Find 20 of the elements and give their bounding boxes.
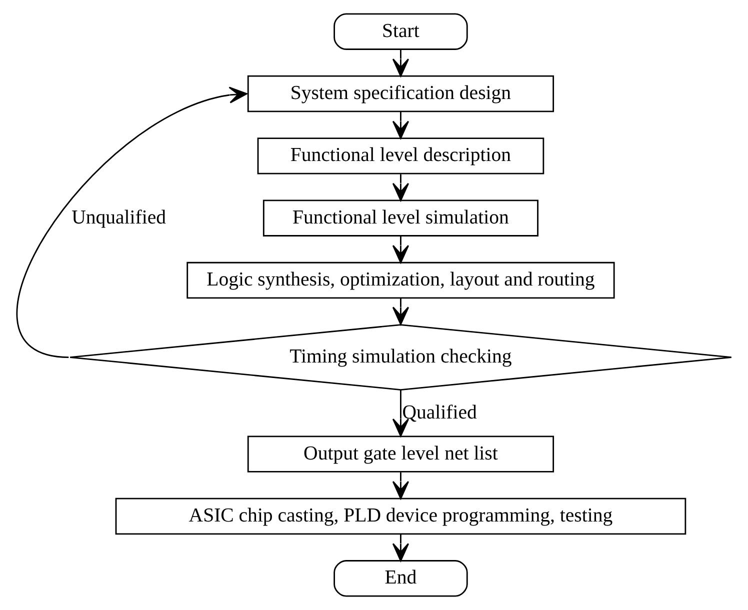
arrow <box>392 50 410 77</box>
node-box: ASIC chip casting, PLD device programming, testing <box>115 498 686 535</box>
node-box: Logic synthesis, optimization, layout and routing <box>186 262 615 299</box>
arrow <box>392 112 410 139</box>
arrow <box>392 472 410 500</box>
arrow <box>392 390 410 437</box>
arrow <box>392 174 410 202</box>
node-box: System specification design <box>247 75 554 112</box>
edge-label: Unqualified <box>72 206 166 228</box>
arrow <box>392 534 410 562</box>
node-diamond: Timing simulation checking <box>69 324 732 390</box>
edge-label: Qualified <box>402 401 477 424</box>
arrow <box>392 236 410 264</box>
arrow <box>16 86 248 358</box>
arrow <box>392 298 410 325</box>
node-box: Functional level simulation <box>262 200 538 236</box>
node-box: End <box>334 560 468 597</box>
node-box: Output gate level net list <box>247 436 554 472</box>
node-box: Functional level description <box>257 138 544 174</box>
node-box: Start <box>334 13 468 50</box>
